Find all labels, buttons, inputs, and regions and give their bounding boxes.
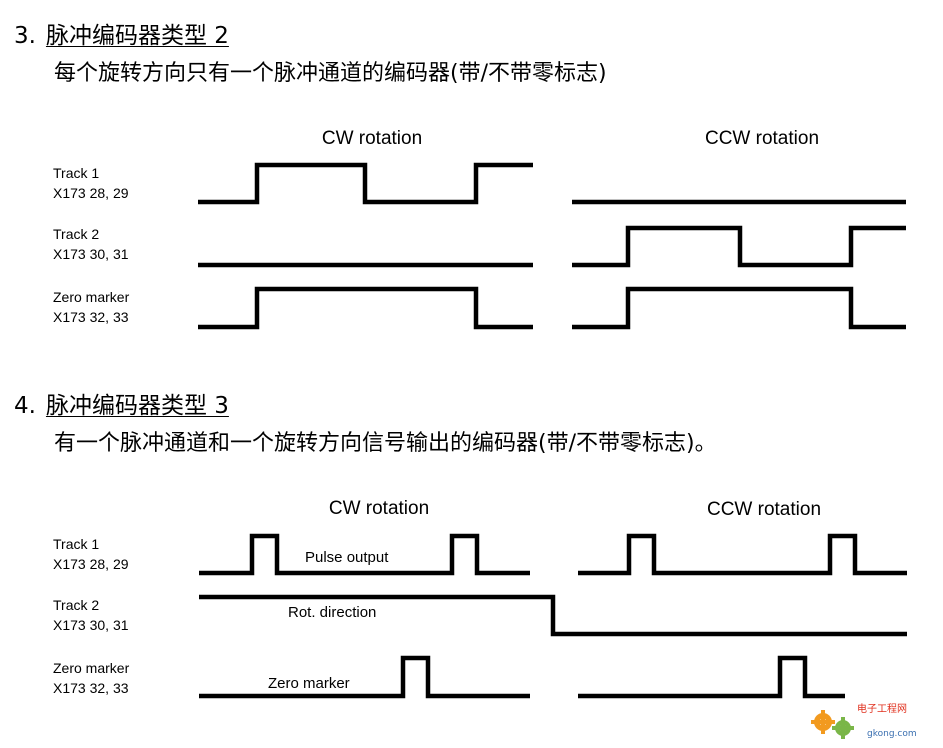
section3-track2-name: Track 2 — [53, 226, 99, 242]
section3-cw-track1-wave — [198, 162, 533, 205]
section4-pulse-output-label: Pulse output — [305, 549, 389, 566]
section4-number: 4. — [14, 393, 36, 419]
section3-track1-terminal: X173 28, 29 — [53, 185, 129, 201]
section4-track2-terminal: X173 30, 31 — [53, 617, 129, 633]
watermark-domain: gkong.com — [867, 729, 917, 739]
section3-subtitle: 每个旋转方向只有一个脉冲通道的编码器(带/不带零标志) — [54, 61, 607, 86]
section3-cw-zero-wave — [198, 286, 533, 330]
section3-ccw-track2-wave — [572, 225, 906, 268]
section4-cw-track1-wave — [199, 533, 530, 576]
section4-track2-name: Track 2 — [53, 597, 99, 613]
section3-zero-name: Zero marker — [53, 289, 130, 305]
section4-heading: 4. 脉冲编码器类型 3 — [14, 392, 229, 420]
section3-ccw-zero-wave — [572, 286, 906, 330]
section3-zero-terminal: X173 32, 33 — [53, 309, 129, 325]
section4-cw-zero-wave — [199, 655, 530, 699]
section4-track2-direction-wave — [199, 594, 907, 637]
section4-track1-terminal: X173 28, 29 — [53, 556, 129, 572]
section4-track1-name: Track 1 — [53, 536, 99, 552]
section4-subtitle: 有一个脉冲通道和一个旋转方向信号输出的编码器(带/不带零标志)。 — [54, 431, 717, 456]
section4-ccw-track1-wave — [578, 533, 907, 576]
section3-heading: 3. 脉冲编码器类型 2 — [14, 22, 229, 50]
gear-icon — [811, 710, 854, 739]
section3-cw-label: CW rotation — [322, 128, 422, 149]
section4-zero-name: Zero marker — [53, 660, 130, 676]
section3-track2-terminal: X173 30, 31 — [53, 246, 129, 262]
section4-ccw-label: CCW rotation — [707, 499, 821, 520]
section4-ccw-zero-wave — [578, 655, 845, 699]
section3-number: 3. — [14, 23, 36, 49]
section4-zero-terminal: X173 32, 33 — [53, 680, 129, 696]
section3-ccw-label: CCW rotation — [705, 128, 819, 149]
section3-title: 脉冲编码器类型 2 — [45, 23, 229, 49]
section4-rot-direction-label: Rot. direction — [288, 604, 376, 621]
section4-title: 脉冲编码器类型 3 — [45, 393, 229, 419]
watermark-site: 电子工程网 — [857, 702, 907, 715]
section3-track1-name: Track 1 — [53, 165, 99, 181]
section4-cw-label: CW rotation — [329, 498, 429, 519]
watermark-logo: 电子工程网 gkong.com — [811, 702, 917, 739]
section4-zero-marker-label: Zero marker — [268, 675, 350, 692]
